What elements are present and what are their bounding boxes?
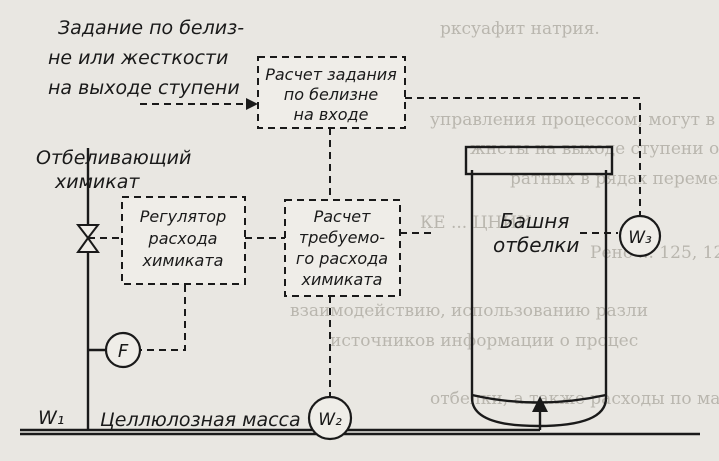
pulp-label: Целлюлозная масса	[100, 409, 301, 431]
setpoint-arrow	[246, 98, 258, 110]
flow-calc-line-3: го расхода	[296, 249, 388, 268]
w3-circle	[618, 214, 662, 258]
inlet-calc-line-3: на входе	[294, 105, 369, 124]
tower-line-1: Башня	[500, 209, 569, 233]
ghost-line-4: ратных в рядах переменных	[510, 169, 719, 189]
ghost-line-2: управления процессом, могут в получении …	[430, 110, 719, 130]
regulator-line-1: Регулятор	[140, 207, 226, 226]
setpoint-line-1: Задание по белиз-	[58, 17, 244, 39]
flow-calc-line-2: требуемо-	[299, 228, 385, 247]
tower-body	[470, 170, 608, 428]
regulator-line-2: расхода	[148, 229, 218, 248]
setpoint-line-2: не или жесткости	[48, 47, 228, 69]
w3-feedback-signal	[405, 97, 641, 228]
bleaching-tower: Башня отбелки	[464, 145, 614, 428]
ghost-line-7: взаимодействию, использованию разли	[290, 301, 648, 321]
inlet-calc-line-2: по белизне	[284, 85, 379, 104]
chemical-pipe	[75, 148, 101, 430]
signal-lines	[88, 97, 641, 398]
flow-meter: F	[88, 331, 142, 369]
ghost-line-3: жнсты на выходе ступени отбелки, и дости…	[470, 139, 719, 159]
flow-regulator-block: Регулятор расхода химиката	[121, 196, 246, 285]
w2-meter: W₂	[307, 395, 353, 441]
tower-top	[464, 145, 614, 176]
ghost-line-1: рксуафит натрия.	[440, 19, 600, 39]
chemical-line-1: Отбеливающий	[36, 147, 191, 169]
setpoint-label: Задание по белиз- не или жесткости на вы…	[48, 17, 244, 99]
flow-meter-label: F	[118, 341, 129, 362]
flow-calc-box	[284, 199, 401, 297]
regulator-line-3: химиката	[142, 251, 224, 270]
flow-calc-block: Расчет требуемо- го расхода химиката	[284, 199, 401, 297]
tower-inlet-arrow	[532, 396, 548, 412]
w1-label: W₁	[38, 407, 64, 429]
w2-label: W₂	[318, 410, 342, 430]
flow-meter-signal	[135, 284, 186, 351]
w2-circle	[307, 395, 353, 441]
tower-line-2: отбелки	[493, 233, 579, 257]
valve-icon-lower	[76, 236, 100, 253]
pulp-line: W₁ Целлюлозная масса	[20, 396, 700, 436]
w3-meter: W₃	[618, 214, 662, 258]
inlet-calc-box	[257, 56, 406, 129]
chemical-line-2: химикат	[54, 171, 140, 193]
flow-calc-line-1: Расчет	[314, 207, 372, 226]
ghost-line-6: Ренс ... 125, 126]	[590, 243, 719, 263]
setpoint-line-3: на выходе ступени	[48, 77, 240, 99]
ghost-line-9: отбелки, а также расходы по массе	[430, 389, 719, 409]
ghost-line-5: КЕ ... ЦНИИ	[420, 213, 532, 233]
chemical-label: Отбеливающий химикат	[36, 147, 191, 193]
w3-label: W₃	[628, 228, 652, 248]
flow-calc-line-4: химиката	[301, 270, 383, 289]
valve-icon	[75, 224, 101, 240]
ghost-line-8: источников информации о процес	[330, 331, 638, 351]
inlet-calc-block: Расчет задания по белизне на входе	[257, 56, 406, 129]
inlet-calc-line-1: Расчет задания	[265, 65, 397, 84]
flow-regulator-box	[121, 196, 246, 285]
flow-meter-circle	[104, 331, 142, 369]
